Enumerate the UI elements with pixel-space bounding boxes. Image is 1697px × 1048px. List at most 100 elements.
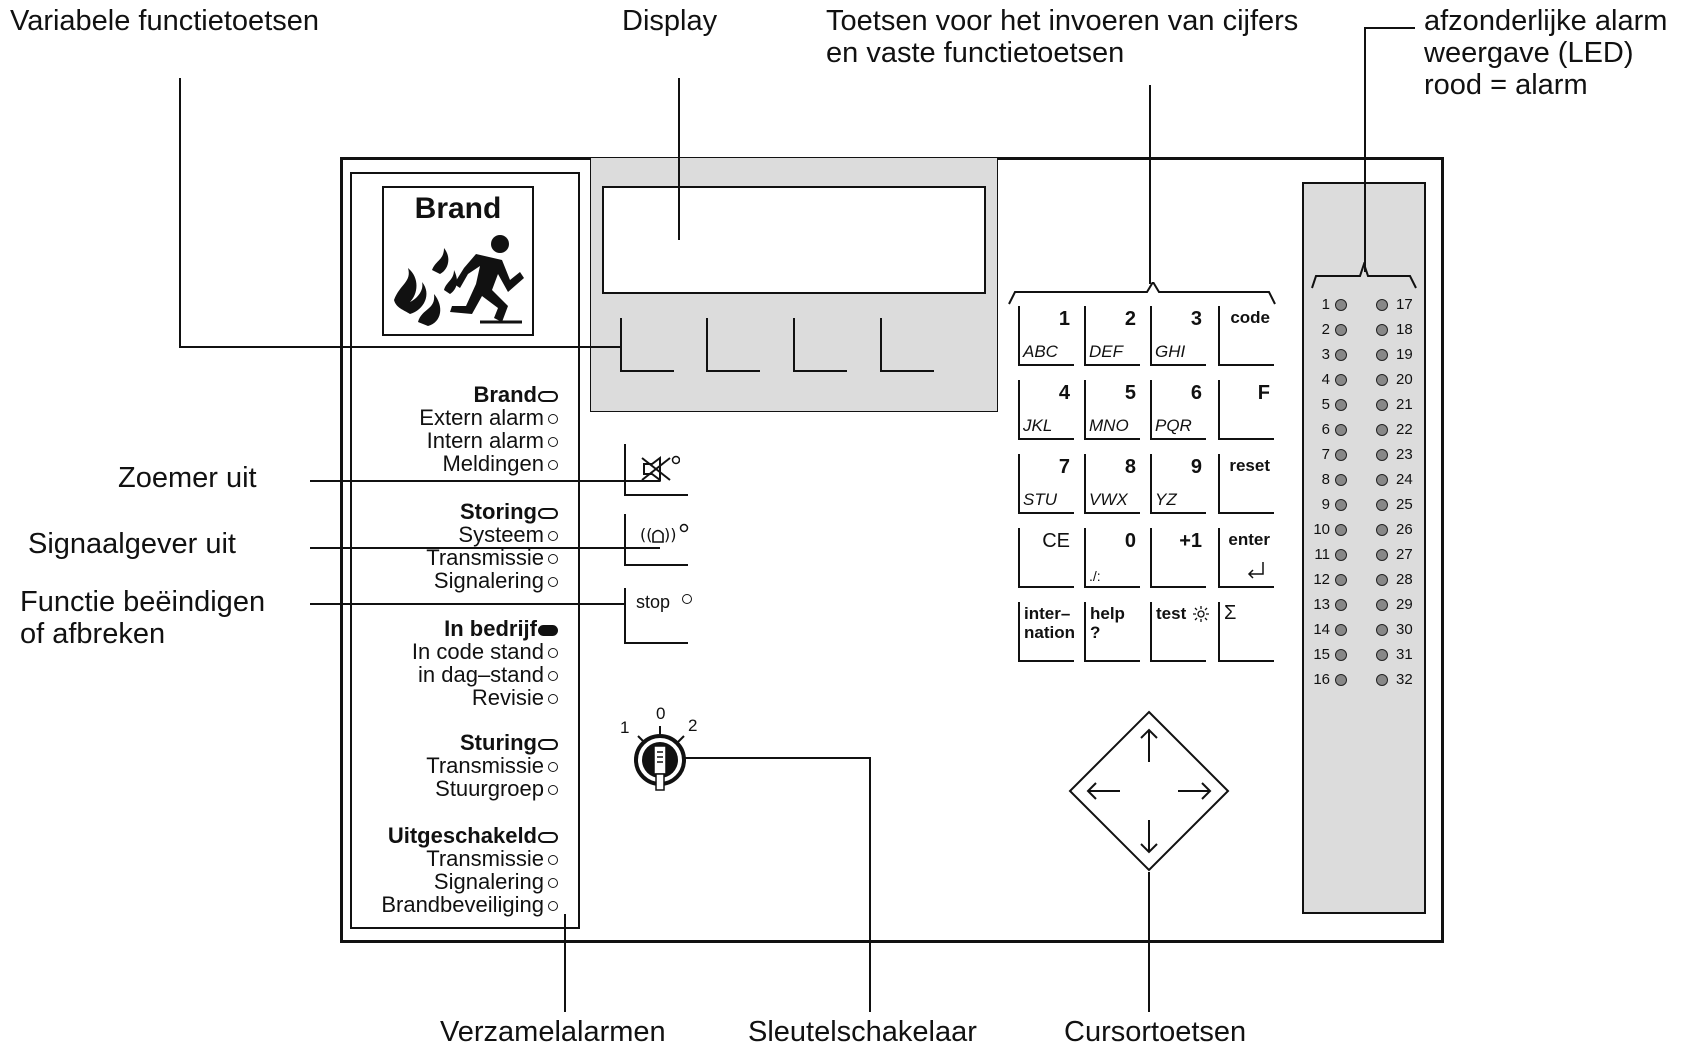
key-f[interactable]: F (1218, 380, 1274, 440)
buzzer-off-button[interactable] (624, 444, 688, 496)
key-plus1[interactable]: +1 (1150, 528, 1206, 588)
alarm-led-row: 20 (1376, 367, 1420, 392)
alarm-led-number: 30 (1396, 621, 1413, 638)
callout-end-function: Functie beëindigen of afbreken (20, 586, 265, 650)
softkey-1[interactable] (620, 318, 674, 372)
led-indicator (548, 577, 558, 588)
alarm-led-number: 20 (1396, 371, 1413, 388)
led-group-header: Storing (460, 499, 537, 524)
alarm-led-indicator (1335, 373, 1347, 386)
led-indicator (548, 460, 558, 471)
alarm-led-indicator (1335, 323, 1347, 336)
alarm-led-indicator (1335, 298, 1347, 311)
led-label: Signalering (433, 869, 544, 894)
alarm-led-row: 23 (1376, 442, 1420, 467)
led-label: Revisie (471, 685, 544, 710)
key-switch-pos-1: 1 (620, 718, 630, 737)
alarm-led-number: 17 (1396, 296, 1413, 313)
buzzer-off-icon (641, 455, 680, 482)
svg-text:)): )) (664, 525, 676, 544)
led-label: Intern alarm (426, 428, 544, 453)
alarm-led-number: 9 (1321, 496, 1330, 513)
alarm-led-number: 26 (1396, 521, 1413, 538)
alarm-led-number: 5 (1321, 396, 1330, 413)
softkey-2[interactable] (706, 318, 760, 372)
key-ce[interactable]: CE (1018, 528, 1074, 588)
led-indicator (548, 671, 558, 682)
alarm-led-panel (1302, 182, 1426, 914)
alarm-led-number: 10 (1313, 521, 1330, 538)
alarm-led-row: 30 (1376, 617, 1420, 642)
cursor-keys[interactable] (1068, 710, 1230, 872)
enter-icon (1247, 562, 1264, 579)
alarm-led-indicator (1335, 548, 1347, 561)
led-group-in-bedrijf: In bedrijf In code stand in dag–stand Re… (412, 617, 558, 709)
led-group-storing: Storing Systeem Transmissie Signalering (426, 500, 558, 592)
alarm-led-indicator (1376, 623, 1388, 636)
alarm-led-number: 19 (1396, 346, 1413, 363)
key-help[interactable]: help ? (1084, 602, 1140, 662)
callout-collective-alarms: Verzamelalarmen (440, 1016, 666, 1048)
alarm-led-row: 16 (1310, 667, 1352, 692)
key-internation[interactable]: inter–nation (1018, 602, 1075, 662)
led-indicator (538, 507, 558, 519)
key-enter[interactable]: enter (1218, 528, 1274, 588)
led-label: Transmissie (426, 545, 544, 570)
alarm-led-indicator (1335, 623, 1347, 636)
alarm-led-indicator (1335, 523, 1347, 536)
callout-signal-off: Signaalgever uit (28, 528, 236, 560)
alarm-led-number: 3 (1321, 346, 1330, 363)
stop-button[interactable]: stop (624, 588, 692, 644)
led-label: Transmissie (426, 846, 544, 871)
softkey-3[interactable] (793, 318, 847, 372)
led-label: Brandbeveiliging (381, 892, 544, 917)
key-switch[interactable]: 1 0 2 (620, 704, 702, 794)
signal-off-button[interactable]: (( )) (624, 514, 689, 566)
alarm-led-row: 2 (1310, 317, 1352, 342)
alarm-led-number: 7 (1321, 446, 1330, 463)
alarm-led-row: 27 (1376, 542, 1420, 567)
led-label: Extern alarm (419, 405, 544, 430)
alarm-led-row: 10 (1310, 517, 1352, 542)
callout-alarm-led-line2: weergave (LED) (1424, 37, 1634, 69)
led-label: Meldingen (442, 451, 544, 476)
key-sigma[interactable]: Σ (1218, 602, 1274, 662)
fire-escape-icon (394, 235, 524, 326)
alarm-led-number: 32 (1396, 671, 1413, 688)
alarm-led-number: 15 (1313, 646, 1330, 663)
alarm-led-number: 4 (1321, 371, 1330, 388)
softkey-4[interactable] (880, 318, 934, 372)
alarm-led-indicator (1335, 648, 1347, 661)
alarm-led-row: 24 (1376, 467, 1420, 492)
alarm-led-row: 4 (1310, 367, 1352, 392)
svg-text:((: (( (640, 525, 652, 544)
key-reset[interactable]: reset (1218, 454, 1274, 514)
alarm-led-indicator (1376, 448, 1388, 461)
key-test[interactable]: test (1150, 602, 1209, 662)
alarm-led-row: 11 (1310, 542, 1352, 567)
callout-display: Display (622, 5, 718, 37)
key-code[interactable]: code (1218, 306, 1274, 366)
alarm-led-row: 3 (1310, 342, 1352, 367)
arrow-up-icon (1140, 728, 1158, 762)
alarm-led-row: 1 (1310, 292, 1352, 317)
callout-numeric-keys-line2: en vaste functietoetsen (826, 37, 1125, 69)
key-0[interactable]: 0./: (1084, 528, 1140, 588)
alarm-led-indicator (1335, 473, 1347, 486)
alarm-led-row: 26 (1376, 517, 1420, 542)
led-group-header: Brand (473, 382, 537, 407)
alarm-led-row: 7 (1310, 442, 1352, 467)
callout-buzzer-off: Zoemer uit (118, 462, 257, 494)
